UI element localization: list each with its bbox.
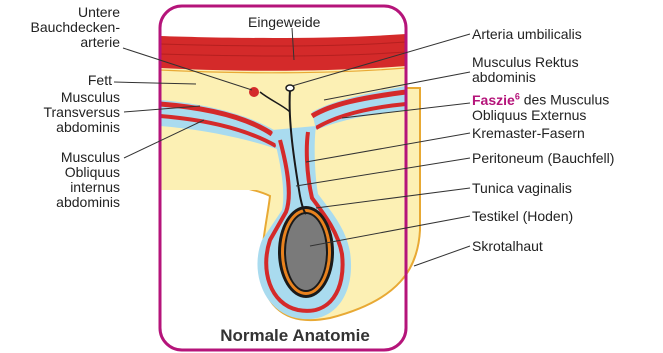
label-fett: Fett [40, 73, 112, 88]
label-eingeweide: Eingeweide [248, 15, 320, 30]
label-untere-bauchdeckenarterie: Untere Bauchdecken- arterie [20, 5, 120, 50]
label-peritoneum: Peritoneum (Bauchfell) [472, 151, 614, 166]
inferior-epigastric-artery [249, 87, 259, 97]
label-tunica-vaginalis: Tunica vaginalis [472, 181, 572, 196]
testis [286, 214, 326, 290]
label-skrotalhaut: Skrotalhaut [472, 239, 543, 254]
label-testikel: Testikel (Hoden) [472, 209, 573, 224]
label-faszie: Faszie6 des Musculus Obliquus Externus [472, 89, 609, 123]
label-kremaster-fasern: Kremaster-Fasern [472, 126, 585, 141]
label-musculus-transversus: Musculus Transversus abdominis [20, 90, 120, 135]
faszie-word: Faszie6 [472, 92, 520, 108]
label-musculus-obliquus-internus: Musculus Obliquus internus abdominis [20, 150, 120, 210]
rectus-muscle [160, 34, 406, 71]
diagram-caption: Normale Anatomie [200, 326, 390, 346]
label-musculus-rektus: Musculus Rektus abdominis [472, 55, 579, 85]
label-arteria-umbilicalis: Arteria umbilicalis [472, 27, 582, 42]
